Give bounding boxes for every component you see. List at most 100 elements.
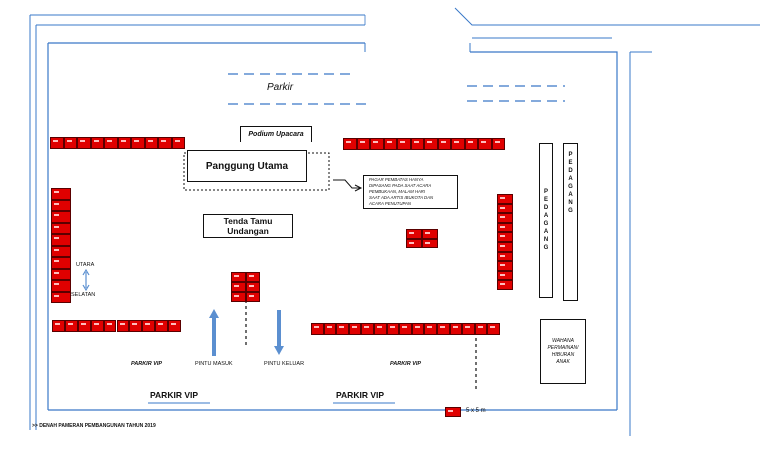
parkir-vip-small-left: PARKIR VIP — [131, 361, 163, 367]
stall-top-left — [77, 137, 91, 149]
stall-top-left — [158, 137, 172, 149]
stall-top-left — [117, 137, 131, 149]
podium-upacara: Podium Upacara — [240, 126, 312, 142]
stall-bottom-left — [155, 320, 169, 332]
pedagang-text: PEDAGANG — [543, 188, 549, 253]
stall-left-column — [51, 234, 71, 246]
stall-top-right — [397, 138, 411, 150]
stall-center-block — [231, 282, 246, 292]
stall-left-column — [51, 257, 71, 269]
utara-label: UTARA — [76, 262, 95, 268]
stall-center-block — [245, 272, 260, 282]
stall-center-small — [422, 238, 438, 248]
selatan-label: SELATAN — [71, 292, 96, 298]
stall-center-small — [406, 238, 422, 248]
stall-right-column — [497, 261, 513, 271]
panggung-utama: Panggung Utama — [187, 150, 307, 182]
stall-top-left — [63, 137, 77, 149]
stall-top-left — [144, 137, 158, 149]
fence-note: PAGAR PEMBATAS HANYA DIPASANG PADA SAAT … — [363, 175, 458, 209]
note-line: SAAT ADA ARTIS IBUKOTA DAN — [369, 195, 434, 200]
pedagang-text: PEDAGANG — [567, 152, 574, 216]
stall-bottom-right — [424, 323, 437, 335]
stall-top-right — [370, 138, 384, 150]
stall-right-column — [497, 251, 513, 262]
note-line: PAGAR PEMBATAS HANYA — [369, 177, 424, 182]
pedagang-box-right: PEDAGANG — [563, 143, 578, 301]
stall-right-column — [497, 242, 513, 252]
stall-top-right — [478, 138, 492, 150]
stall-left-column — [51, 245, 71, 257]
stall-bottom-left — [90, 320, 104, 332]
stall-right-column — [497, 222, 513, 233]
stall-bottom-left — [64, 320, 78, 332]
stall-top-left — [131, 137, 145, 149]
tenda-label-line2: Undangan — [227, 226, 269, 236]
parkir-vip-small-right: PARKIR VIP — [390, 361, 422, 367]
wahana-line: ANAK — [556, 358, 570, 365]
stall-top-right — [491, 138, 505, 150]
stall-bottom-left — [77, 320, 91, 332]
legend-stall-swatch — [445, 407, 461, 417]
stall-left-column — [51, 222, 71, 234]
stall-top-right — [437, 138, 451, 150]
stall-center-block — [231, 292, 246, 302]
stall-bottom-right — [449, 323, 463, 335]
tenda-label-line1: Tenda Tamu — [223, 216, 273, 226]
stall-right-column — [497, 194, 513, 204]
stall-left-column — [51, 268, 71, 280]
stall-top-right — [451, 138, 465, 150]
panggung-label: Panggung Utama — [205, 160, 289, 172]
stall-top-right — [410, 138, 424, 150]
stall-bottom-right — [462, 323, 475, 335]
wahana-line: WAHANA — [552, 337, 574, 344]
stall-right-column — [497, 280, 513, 290]
footer-title: >> DENAH PAMERAN PEMBANGUNAN TAHUN 2019 — [32, 423, 156, 429]
stall-bottom-right — [487, 323, 500, 335]
stall-top-right — [424, 138, 438, 150]
stall-top-right — [356, 138, 370, 150]
stall-top-left — [90, 137, 104, 149]
stall-bottom-right — [336, 323, 349, 335]
stall-left-column — [51, 211, 71, 223]
pintu-masuk-label: PINTU MASUK — [195, 361, 233, 367]
stall-top-right — [464, 138, 478, 150]
stall-bottom-right — [374, 323, 387, 335]
stall-left-column — [51, 291, 71, 303]
stall-top-right — [343, 138, 357, 150]
stall-right-column — [497, 270, 513, 281]
note-line: ACARA PENUTUPAN — [369, 201, 412, 206]
tenda-tamu-undangan: Tenda Tamu Undangan — [203, 214, 293, 238]
stall-bottom-right — [311, 323, 324, 335]
legend-size-label: 5 x 5 m — [466, 408, 486, 414]
stall-bottom-left — [142, 320, 156, 332]
stall-center-small — [406, 229, 422, 239]
pedagang-box-left: PEDAGANG — [539, 143, 553, 298]
stall-top-left — [104, 137, 118, 149]
stall-bottom-left — [129, 320, 143, 332]
parkir-vip-large-right: PARKIR VIP — [336, 390, 385, 400]
stall-bottom-left — [52, 320, 65, 332]
stall-bottom-right — [474, 323, 488, 335]
stall-center-block — [245, 292, 260, 302]
stall-bottom-right — [437, 323, 450, 335]
stall-bottom-left — [168, 320, 181, 332]
stall-top-left — [171, 137, 185, 149]
wahana-permainan: WAHANA PERMAINAN/ HIBURAN ANAK — [540, 319, 586, 384]
stall-bottom-left — [116, 320, 130, 332]
stall-left-column — [51, 199, 71, 211]
stall-left-column — [51, 188, 71, 200]
note-line: DIPASANG PADA SAAT ACARA — [369, 183, 432, 188]
stall-right-column — [497, 232, 513, 242]
stall-right-column — [497, 213, 513, 223]
podium-label: Podium Upacara — [248, 131, 304, 138]
stall-center-block — [245, 282, 260, 292]
stall-bottom-right — [399, 323, 412, 335]
stall-bottom-right — [386, 323, 400, 335]
stall-bottom-right — [323, 323, 337, 335]
wahana-line: PERMAINAN/ — [547, 344, 579, 351]
note-line: PEMBUKAAN, MALAM HARI — [369, 189, 426, 194]
pintu-keluar-label: PINTU KELUAR — [264, 361, 305, 367]
stall-bottom-right — [411, 323, 425, 335]
